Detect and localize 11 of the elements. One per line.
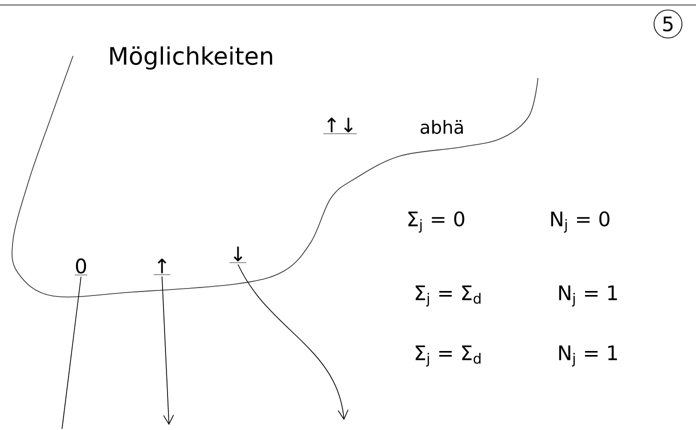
equation: Σ$_{j}$ = Σ$_{d}$ — [416, 346, 480, 366]
equation: Σ$_{j}$ = 0 — [408, 211, 464, 233]
equation: N$_{j}$ = 1 — [559, 346, 617, 366]
note: abhä — [420, 120, 463, 134]
equation: Σ$_{j}$ = Σ$_{d}$ — [416, 286, 480, 306]
heading: Möglichkeiten — [110, 46, 272, 70]
arrow — [162, 276, 174, 425]
equation: N$_{j}$ = 0 — [551, 211, 610, 233]
equation: N$_{j}$ = 1 — [559, 286, 617, 306]
arrow — [238, 264, 349, 420]
circled-number: 5 — [654, 10, 682, 38]
